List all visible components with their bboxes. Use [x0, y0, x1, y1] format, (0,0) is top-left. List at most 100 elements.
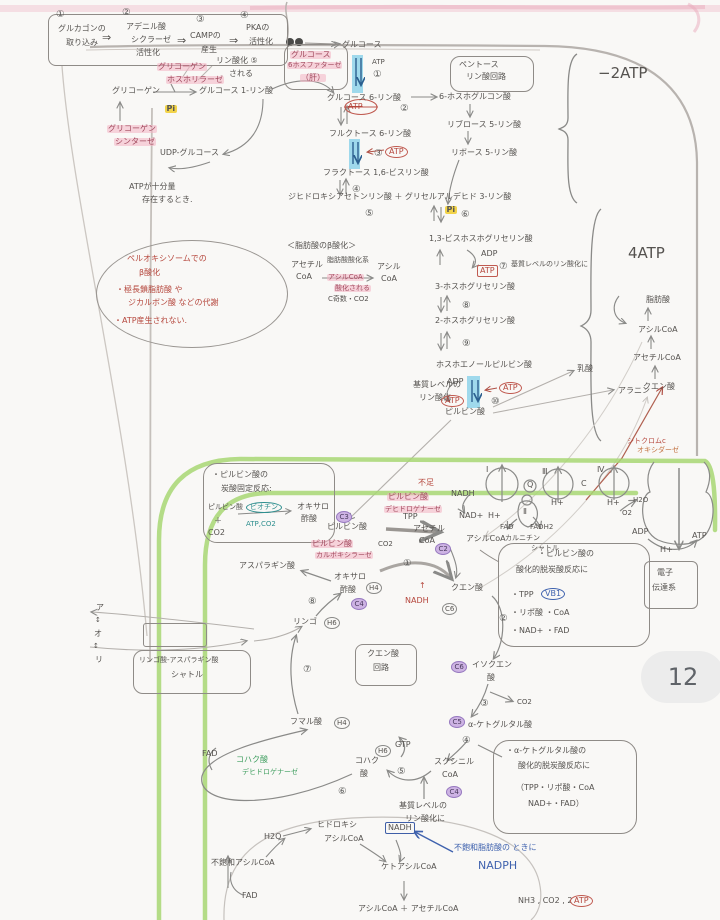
beta-arrow-label: 脂肪酸酸化系 [327, 256, 369, 264]
c6-isocitrate: C6 [451, 661, 468, 673]
atp-hexokinase: ATP [372, 58, 385, 66]
carbox-line2: 炭酸固定反応: [221, 484, 272, 493]
ribulose-5-phosphate: リブロース 5-リン酸 [447, 120, 522, 129]
membrane-transporter-rect [143, 623, 207, 647]
red-annotation-line [585, 388, 662, 501]
oaa-line1: オキサロ [334, 572, 366, 581]
adenylyl-line2: シクラーゼ [131, 35, 171, 44]
shuttle-line1: リンゴ酸-アスパラギン酸 [139, 656, 219, 664]
beta-acetyl-line1: アセチル [291, 260, 323, 269]
atp-circled-bottom: ATP [570, 895, 593, 907]
glycolysis-step6: ⑥ [461, 209, 470, 220]
carbox-line1: ・ピルビン酸の [212, 470, 268, 479]
amino-ri: リ [95, 655, 103, 664]
enoyl-coa: 不飽和アシルCoA [211, 858, 275, 867]
complex-2: Ⅱ [523, 507, 527, 516]
flow-arrow-1: ⇒ [102, 31, 112, 44]
lactate: 乳酸 [577, 364, 593, 373]
substrate-level-3b: リン酸化に [405, 814, 445, 823]
atp-synthase-label: ATP [692, 531, 707, 540]
glycolysis-step2: ② [400, 103, 409, 114]
adenylyl-line3: 活性化 [136, 48, 160, 57]
atp-sufficient-line1: ATPが十分量 [129, 182, 176, 191]
fadh2: FADH2 [530, 523, 554, 531]
h2o-betaox: H2O [264, 832, 282, 841]
fructose-6-phosphate: フルクトース 6-リン酸 [329, 129, 412, 138]
glycolysis-step9: ⑨ [462, 338, 471, 349]
fatty-acid: 脂肪酸 [646, 295, 670, 304]
insufficient: 不足 [418, 478, 434, 487]
peroxisome-line1: ペルオキシソームでの [127, 254, 207, 263]
beta-ox-title: ＜脂肪酸のβ酸化＞ [287, 241, 357, 250]
carboxylation-bubble [203, 463, 335, 543]
tca-cycle-arrows [201, 563, 512, 802]
biotin-circle: ビオチン [246, 502, 282, 513]
glycolysis-step3: ③ [374, 148, 383, 159]
glycogen-synthase-line1: グリコーゲン [107, 124, 157, 133]
atp-pfk: ATP [385, 146, 408, 158]
h-plus-3: H+ [607, 498, 620, 507]
atp-sufficient-line2: 存在するとき. [142, 195, 193, 204]
amino-a: ア [96, 603, 104, 612]
adp-synthase: ADP [632, 527, 649, 536]
pdh-line1: ピルビン酸 [387, 492, 429, 501]
atp-pk: ATP [441, 395, 464, 407]
nh3-co2: NH3 , CO2 , 2 [518, 896, 573, 905]
phosphorylase-line1: グリコーゲン [157, 62, 207, 71]
dhap-ga3p: ジヒドロキシアセトンリン酸 ＋ グリセルアルデヒド 3-リン酸 [288, 192, 512, 201]
substrate-level-3a: 基質レベルの [399, 801, 447, 810]
sdh-line1: コハク酸 [236, 755, 268, 764]
carbox-oaa-line1: オキサロ [297, 502, 329, 511]
beta-acyl-hl-line1: アシルCoA [327, 273, 364, 281]
c6-citrate: C6 [442, 603, 458, 615]
acyl-coa-right: アシルCoA [638, 325, 678, 334]
isocitrate-line1: イソクエン [472, 660, 512, 669]
nadh-red: NADH [405, 596, 429, 605]
peroxisome-line4: ジカルボン酸 などの代謝 [128, 298, 219, 307]
peroxisome-line2: β酸化 [139, 268, 161, 277]
tca-step8: ⑧ [308, 596, 317, 607]
pdh-arrows [237, 511, 500, 577]
carbox-plus: ＋ [214, 516, 222, 525]
peroxisome-line3: ・極長鎖脂肪酸 や [116, 285, 183, 294]
peroxisome-oval [96, 240, 288, 348]
succinyl-coa-line2: CoA [442, 770, 458, 779]
acyl-plus-acetyl: アシルCoA ＋ アセチルCoA [358, 904, 459, 913]
ribose-5-phosphate: リボース 5-リン酸 [451, 148, 518, 157]
h4-oaa: H4 [366, 582, 382, 594]
tca-step1: ① [403, 558, 412, 569]
o2: O2 [622, 509, 632, 517]
carbox-atp: ATP,CO2 [246, 520, 276, 528]
3-phosphoglycerate: 3-ホスホグリセリン酸 [435, 282, 515, 291]
pep: ホスホエノールピルビン酸 [436, 360, 532, 369]
camp-line2: 産生 [201, 45, 217, 54]
mitochondria-membrane [156, 456, 718, 920]
succinyl-coa-line1: スクシニル [434, 757, 474, 766]
glycogen-synthase-line2: シンターゼ [114, 137, 156, 146]
glucagon-line2: 取り込み [66, 38, 98, 47]
glycogen: グリコーゲン [112, 86, 160, 95]
carnitine-line2: シャトル [531, 544, 559, 552]
fatty-acid-column-arrows [613, 295, 655, 379]
co2-pdh: CO2 [378, 540, 393, 548]
substrate-level-1: 基質レベルのリン酸化に [511, 260, 588, 268]
citrate-cycle-line1: クエン酸 [367, 649, 399, 658]
nadph: NADPH [478, 859, 518, 872]
succinate-line2: 酸 [360, 769, 368, 778]
phosphorylated-line1: リン酸化 ⑤ [216, 56, 258, 65]
glucagon-line1: グルカゴンの [58, 24, 106, 33]
complex-3: Ⅲ [542, 467, 548, 476]
glycolysis-step7: ⑦ [499, 261, 508, 272]
etc-box-line2: 伝達系 [652, 583, 676, 592]
tca-step6: ⑥ [338, 786, 347, 797]
pyruvate-carboxylase-line1: ピルビン酸 [311, 539, 353, 548]
bisphosphoglycerate: 1,3-ビスホスホグリセリン酸 [429, 234, 533, 243]
beta-acyl-line2: CoA [381, 274, 397, 283]
oaa-line2: 酢酸 [340, 585, 356, 594]
isocitrate-line2: 酸 [487, 673, 495, 682]
amino-o: オ [94, 629, 102, 638]
atp-crossed-out: ATP [348, 102, 363, 111]
cytochrome-ox-line2: オキシダーゼ [637, 446, 679, 454]
carnitine-line1: カルニチン [505, 534, 540, 542]
